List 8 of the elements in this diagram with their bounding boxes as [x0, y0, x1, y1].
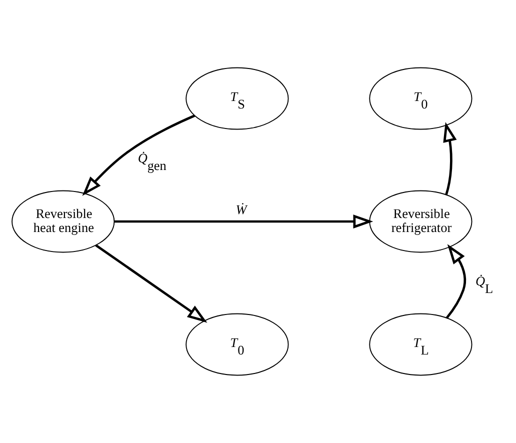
arrow	[443, 122, 457, 195]
arrow	[82, 114, 196, 196]
node-ellipse: Reversible heat engine	[12, 190, 115, 253]
arrow	[95, 244, 208, 323]
arrow	[446, 244, 466, 319]
edge-label: Ẇ	[236, 202, 247, 218]
node-ellipse: Reversible refrigerator	[369, 190, 472, 253]
arrow	[114, 214, 374, 228]
